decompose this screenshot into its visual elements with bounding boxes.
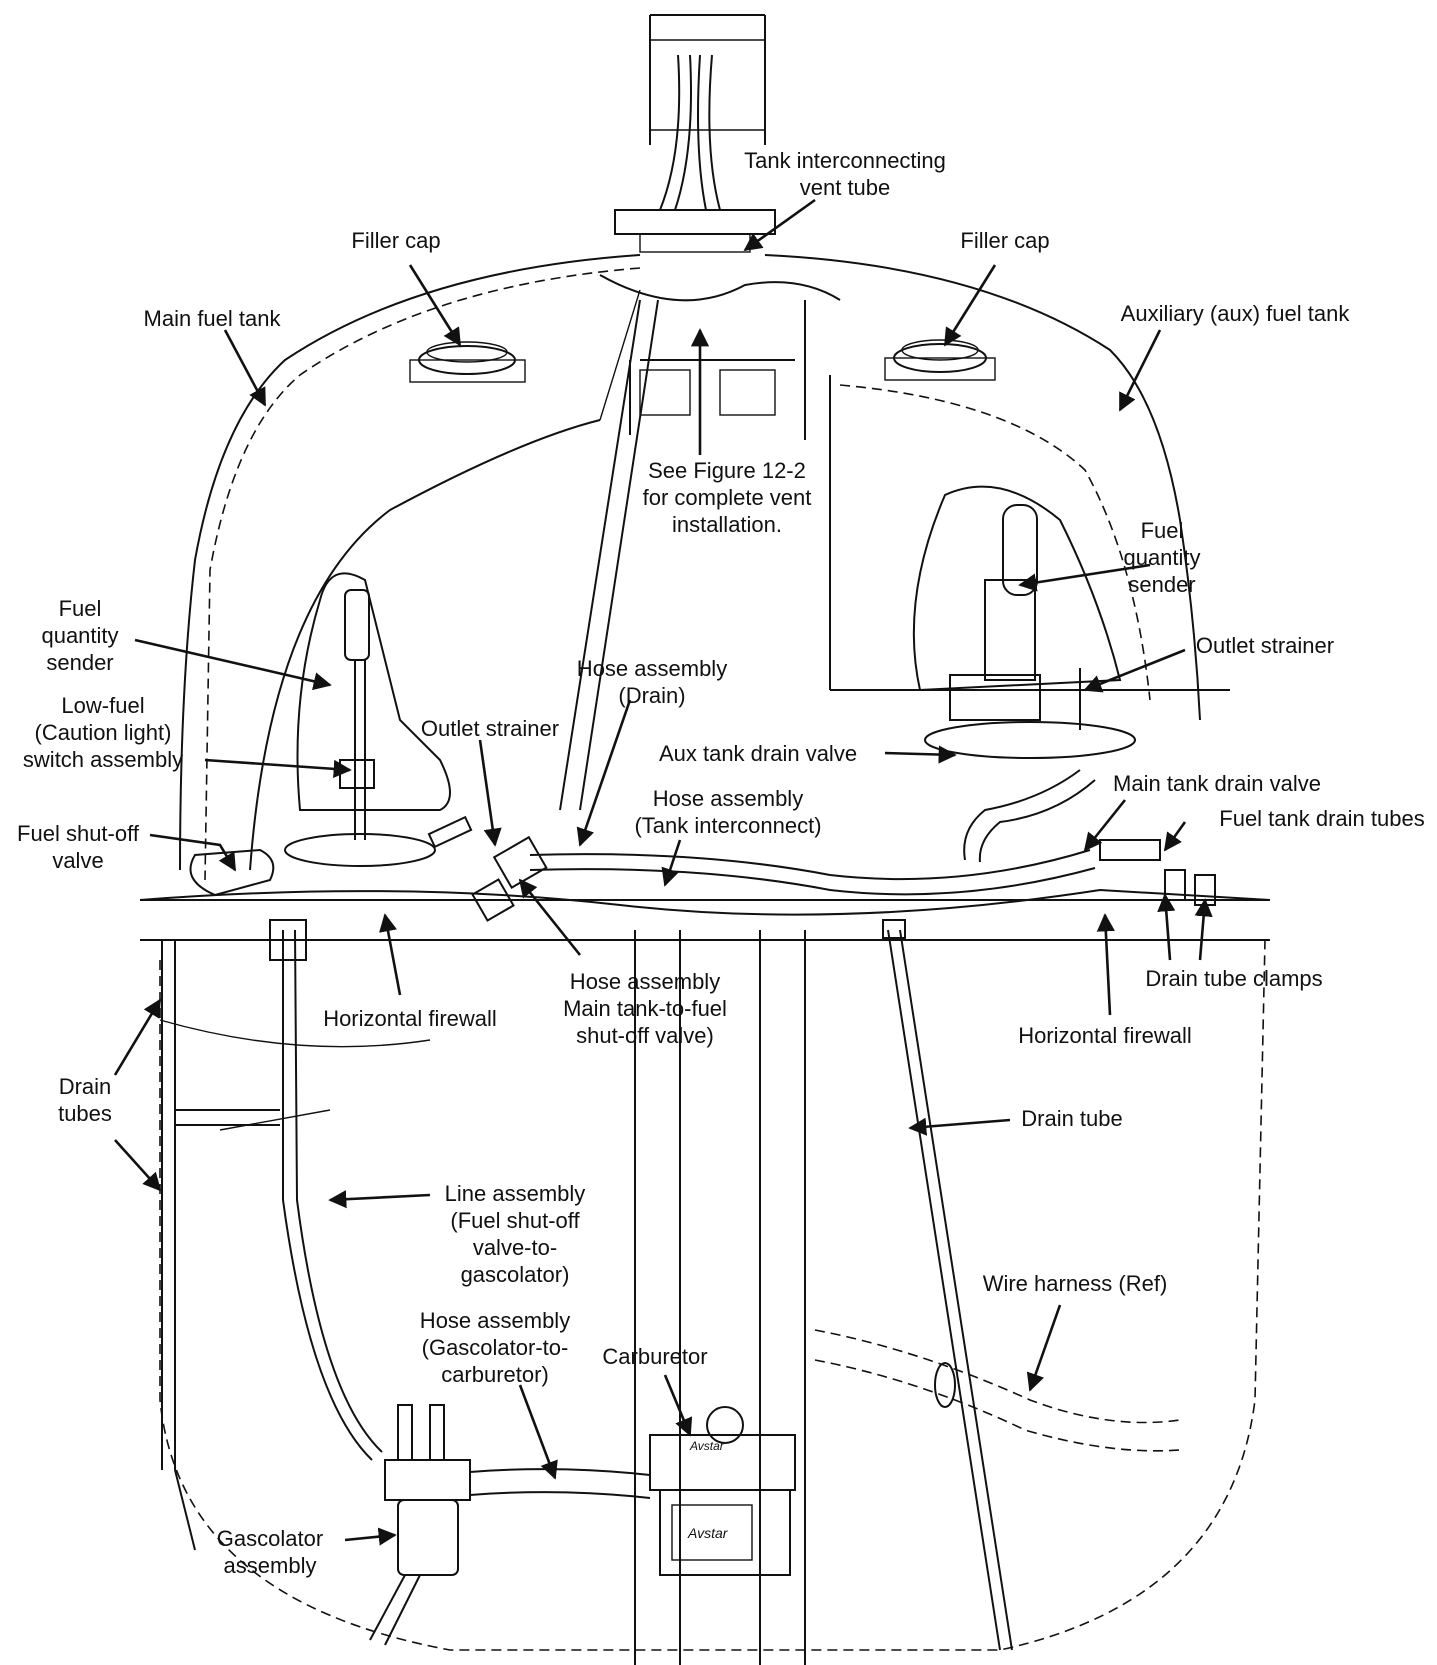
wire-harness-drawing [814,1329,1181,1452]
fuel-qty-sender-left-drawing [284,572,451,867]
main-fuel-tank-outline [179,254,641,881]
label-see-figure: See Figure 12-2 for complete vent instal… [642,458,812,537]
label-aux-tank-drain-valve: Aux tank drain valve [658,741,858,766]
label-aux-fuel-tank: Auxiliary (aux) fuel tank [1120,301,1350,326]
label-horizontal-firewall-right: Horizontal firewall [1018,1023,1192,1048]
leader-arrows [113,198,1213,1546]
label-filler-cap-right: Filler cap [960,228,1050,253]
carburetor-drawing: Avstar Avstar [649,1406,796,1576]
aux-fuel-tank-outline [764,254,1230,721]
label-outlet-strainer-left: Outlet strainer [420,716,560,741]
hose-interconnect-drawing [529,769,1161,896]
label-wire-harness: Wire harness (Ref) [982,1271,1168,1296]
label-fuel-quantity-sender-left: Fuel quantity sender [41,596,119,675]
carburetor-brand: Avstar [687,1525,729,1541]
vent-column [614,14,776,253]
label-hose-main-tank-to-shutoff: Hose assembly Main tank-to-fuel shut-off… [563,969,727,1048]
label-fuel-tank-drain-tubes: Fuel tank drain tubes [1219,806,1425,831]
lower-compartment [159,930,1266,1665]
label-drain-tubes: Drain tubes [58,1074,112,1126]
filler-cap-right [884,339,996,381]
filler-cap-left [409,341,526,383]
drain-tubes-left [161,940,280,1551]
shutoff-valve-drawing [189,815,548,922]
horizontal-firewall [139,888,1271,941]
vent-installation [599,274,841,440]
label-horizontal-firewall-left: Horizontal firewall [323,1006,497,1031]
structure-edge [599,289,641,421]
label-main-tank-drain-valve: Main tank drain valve [1113,771,1321,796]
carburetor-brand-top: Avstar [689,1439,725,1453]
label-gascolator-assembly: Gascolator assembly [216,1526,324,1578]
label-low-fuel-switch: Low-fuel (Caution light) switch assembly [22,693,184,772]
label-filler-cap-left: Filler cap [351,228,441,253]
fuel-qty-sender-right-drawing [924,504,1136,759]
label-carburetor: Carburetor [602,1344,708,1369]
label-hose-gascolator-to-carburetor: Hose assembly (Gascolator-to- carburetor… [419,1308,571,1387]
label-line-assembly: Line assembly (Fuel shut-off valve-to- g… [444,1181,586,1287]
label-drain-tube-clamps: Drain tube clamps [1145,966,1323,991]
label-drain-tube: Drain tube [1021,1106,1123,1131]
gascolator-drawing [369,1404,471,1646]
hose-gascolator-carb-drawing [469,1468,651,1499]
drain-tube-right-drawing [882,919,1013,1651]
label-fuel-quantity-sender-right: Fuel quantity sender [1123,518,1201,597]
label-main-fuel-tank: Main fuel tank [143,306,281,331]
label-fuel-shutoff-valve: Fuel shut-off valve [17,821,139,873]
structure-diagonal [559,299,659,811]
label-hose-assembly-interconnect: Hose assembly (Tank interconnect) [634,786,822,838]
line-assembly-drawing [269,919,383,1461]
label-hose-assembly-drain: Hose assembly (Drain) [576,656,728,708]
label-tank-interconnecting-vent-tube: Tank interconnecting vent tube [744,148,946,200]
label-outlet-strainer-right: Outlet strainer [1195,633,1335,658]
